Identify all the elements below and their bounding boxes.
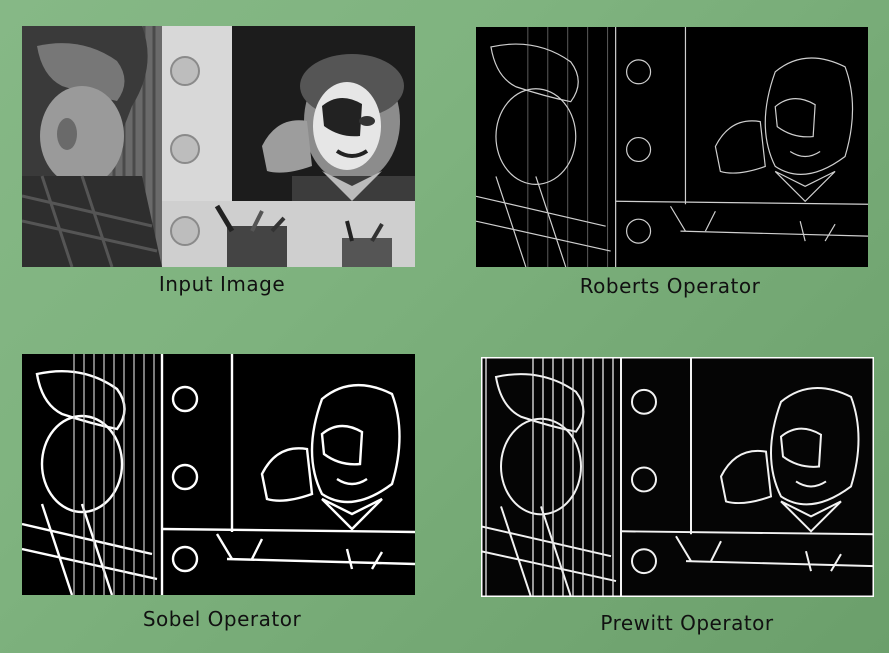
- foreground-person: [22, 26, 162, 267]
- caption-roberts-operator: Roberts Operator: [579, 274, 761, 298]
- prewitt-edge-image: [481, 357, 874, 597]
- roberts-edge-image: [476, 27, 868, 267]
- caption-prewitt-operator: Prewitt Operator: [600, 611, 774, 635]
- sobel-edge-map: [22, 354, 415, 595]
- sobel-edge-image: [22, 354, 415, 595]
- roberts-edge-map: [476, 27, 868, 267]
- caption-input-image: Input Image: [158, 272, 286, 296]
- clown-reflection: [262, 54, 415, 201]
- clown-photo-grayscale: [22, 26, 415, 267]
- input-image: [22, 26, 415, 267]
- brush-cup: [214, 204, 392, 267]
- prewitt-edge-map: [481, 357, 874, 597]
- caption-sobel-operator: Sobel Operator: [142, 607, 302, 631]
